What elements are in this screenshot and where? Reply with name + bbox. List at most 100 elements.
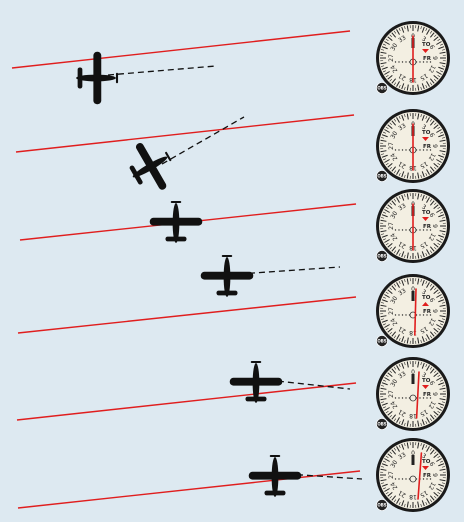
obs-badge: OBS	[376, 250, 388, 262]
airplane-silhouette-icon	[229, 360, 283, 403]
dial-number: 27	[388, 54, 395, 62]
flag-arrow-icon	[422, 466, 429, 470]
cdi-needle	[417, 452, 423, 500]
aircraft-layer	[76, 51, 302, 497]
fr-flag-label: FR	[423, 56, 432, 62]
gauge-face	[379, 441, 447, 509]
flag-arrow-icon	[422, 385, 429, 389]
airplane-silhouette-icon	[129, 142, 172, 190]
dial-number: 18	[409, 329, 417, 336]
dial-number: 0	[411, 369, 415, 376]
radial-lines-layer	[11, 30, 361, 509]
dial-number: 18	[409, 493, 417, 500]
dial-number: 30	[389, 210, 399, 220]
bearing-line	[161, 116, 245, 165]
airplane-silhouette-icon	[248, 454, 302, 497]
obs-badge: OBS	[376, 335, 388, 347]
dial-number: 24	[389, 152, 399, 162]
obs-badge-label: OBS	[377, 254, 386, 259]
dial-number: 27	[388, 390, 395, 398]
to-flag-label: TO	[422, 42, 431, 48]
dial-number: 3	[420, 203, 427, 211]
dial-number: 24	[389, 481, 399, 491]
dial-number: 9	[431, 309, 438, 313]
obs-badge-label: OBS	[377, 86, 386, 91]
dial-number: 12	[427, 481, 437, 491]
to-flag-label: TO	[422, 459, 431, 465]
dial-number: 33	[397, 287, 407, 297]
radial-line	[16, 382, 357, 421]
dial-number: 30	[389, 130, 399, 140]
obs-badge-label: OBS	[377, 339, 386, 344]
bearing-line	[107, 65, 217, 76]
dial-number: 3	[420, 452, 427, 460]
center-ring	[409, 475, 417, 483]
bearing-line	[238, 266, 341, 275]
dial-number: 15	[419, 72, 429, 82]
dial-number: 6	[428, 132, 436, 139]
to-from-flag: TO FR	[422, 378, 432, 398]
gauge-face	[379, 277, 447, 345]
dial-number: 12	[427, 232, 437, 242]
cdi-needle	[415, 371, 420, 419]
cdi-needle	[413, 288, 417, 336]
dial-number: 3	[420, 35, 427, 43]
dial-number: 30	[389, 42, 399, 52]
dial-number: 6	[428, 44, 436, 51]
to-from-flag: TO FR	[422, 42, 432, 62]
dial-number: 12	[427, 400, 437, 410]
airplane-silhouette-icon	[200, 254, 254, 297]
dial-number: 30	[389, 459, 399, 469]
to-flag-label: TO	[422, 378, 431, 384]
fr-flag-label: FR	[423, 392, 432, 398]
dial-number: 0	[411, 450, 415, 457]
dial-number: 30	[389, 295, 399, 305]
dial-number: 12	[427, 64, 437, 74]
airplane-silhouette-icon	[76, 51, 119, 105]
obs-badge: OBS	[376, 418, 388, 430]
dial-number: 21	[397, 72, 407, 82]
radial-line	[17, 470, 361, 509]
dial-number: 3	[420, 371, 427, 379]
to-flag-label: TO	[422, 210, 431, 216]
dial-number: 33	[397, 122, 407, 132]
radial-line	[17, 296, 357, 334]
dial-number: 15	[419, 489, 429, 499]
obs-badge: OBS	[376, 82, 388, 94]
dial-number: 21	[397, 160, 407, 170]
dial-number: 24	[389, 400, 399, 410]
dial-number: 0	[411, 286, 415, 293]
dial-number: 3	[420, 288, 427, 296]
dial-number: 21	[397, 325, 407, 335]
dial-number: 33	[397, 370, 407, 380]
to-from-flag: TO FR	[422, 295, 432, 315]
dial-number: 15	[419, 408, 429, 418]
radial-line	[11, 30, 351, 69]
instruments-layer: 03691215182124273033TOFROBS0369121518212…	[376, 21, 450, 512]
fr-flag-label: FR	[423, 144, 432, 150]
obs-badge: OBS	[376, 499, 388, 511]
dial-number: 6	[428, 212, 436, 219]
fr-flag-label: FR	[423, 309, 432, 315]
dial-number: 9	[431, 144, 438, 148]
dial-number: 30	[389, 378, 399, 388]
dial-number: 21	[397, 408, 407, 418]
dial-number: 15	[419, 240, 429, 250]
dial-number: 21	[397, 489, 407, 499]
dial-number: 27	[388, 307, 395, 315]
dial-number: 15	[419, 160, 429, 170]
dial-number: 9	[431, 392, 438, 396]
dial-number: 33	[397, 34, 407, 44]
dial-number: 21	[397, 240, 407, 250]
obs-badge-label: OBS	[377, 422, 386, 427]
to-flag-label: TO	[422, 295, 431, 301]
